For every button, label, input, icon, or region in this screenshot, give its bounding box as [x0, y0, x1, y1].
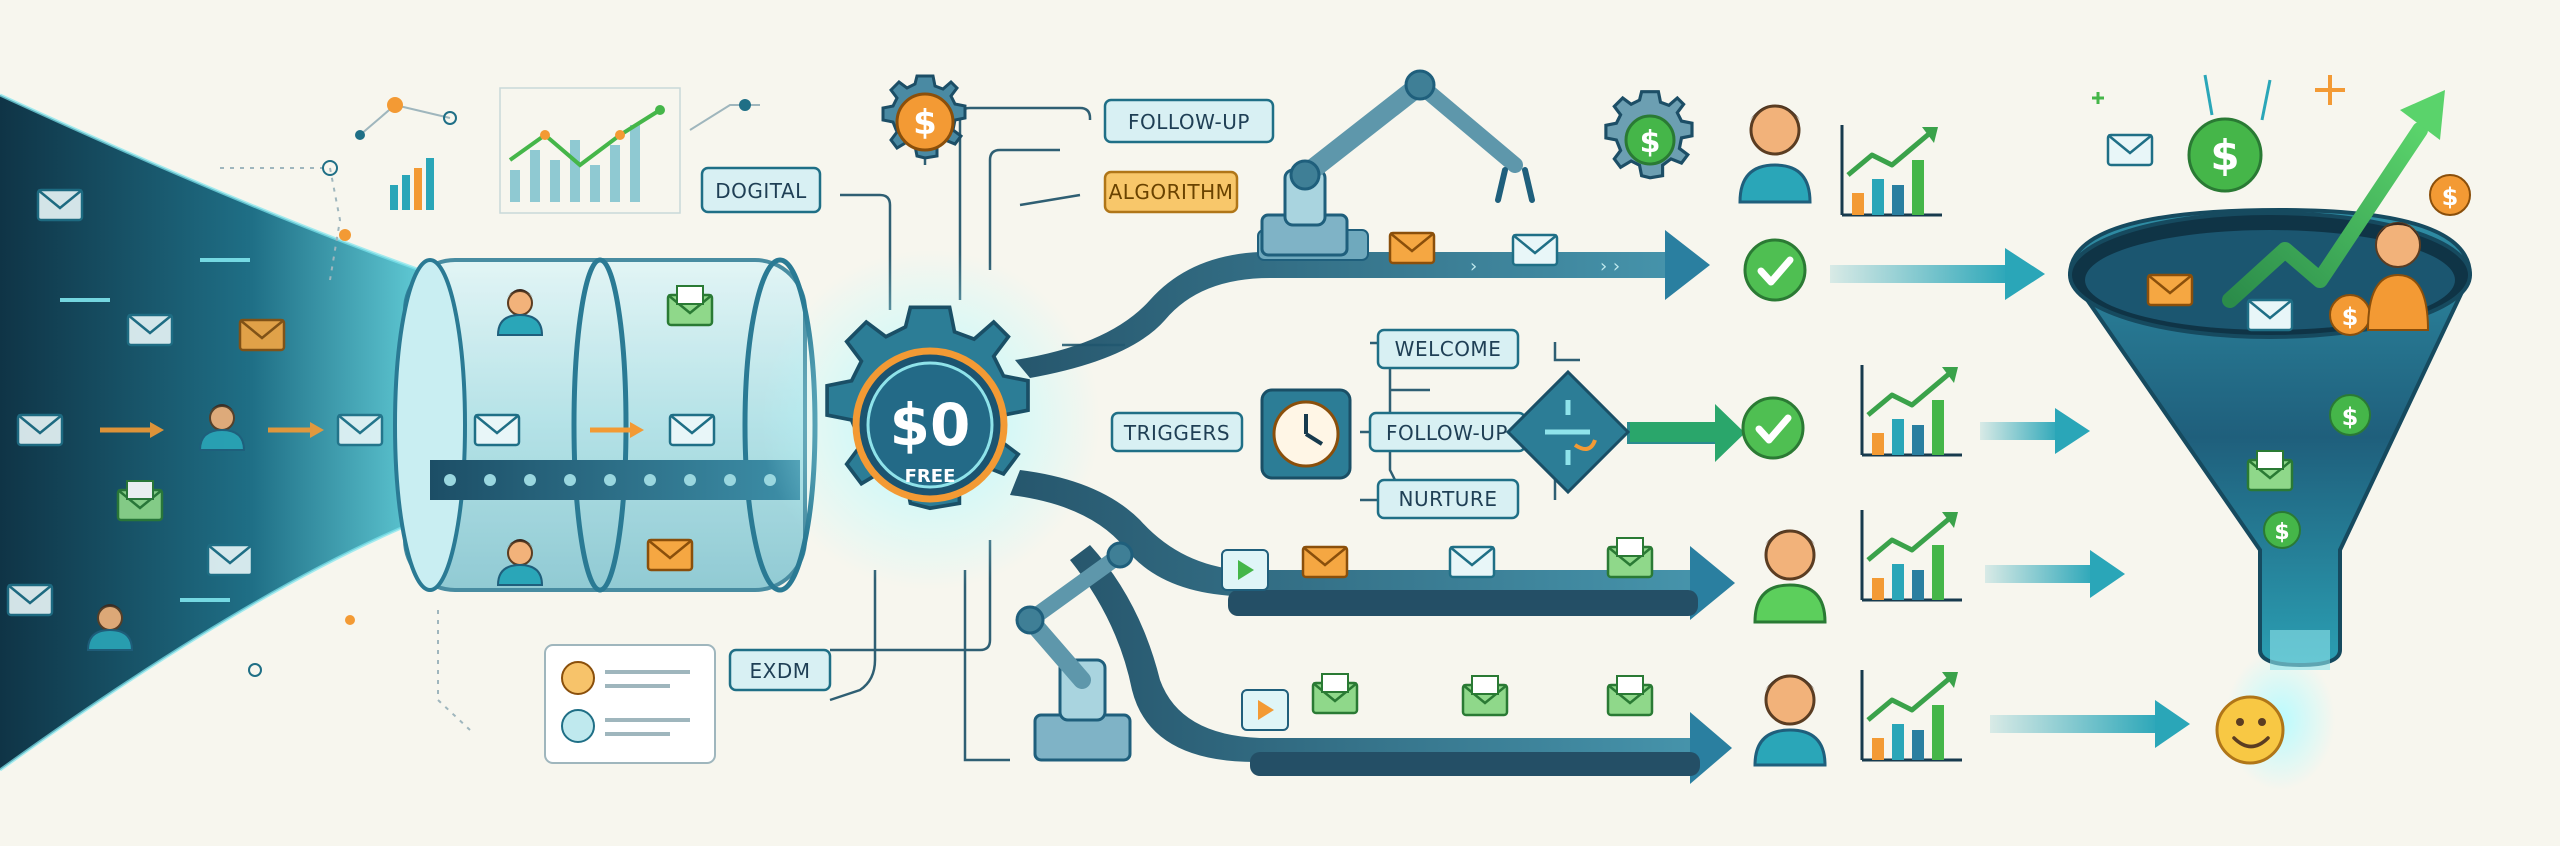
person-icon — [1753, 529, 1827, 624]
dollar-icon: $ — [913, 103, 937, 143]
envelope-icon — [1388, 231, 1436, 265]
svg-text:TRIGGERS: TRIGGERS — [1123, 421, 1230, 445]
dollar-icon: $ — [2210, 131, 2239, 180]
robot-arm-icon — [1015, 541, 1134, 762]
processing-drum — [393, 257, 818, 593]
envelope-icon — [16, 413, 64, 447]
mini-line-chart — [499, 87, 681, 214]
envelope-icon — [336, 413, 384, 447]
envelope-icon — [1301, 545, 1349, 579]
pipeline-bottom — [1070, 545, 1732, 784]
chart-icon — [1862, 670, 1962, 760]
envelope-icon — [238, 318, 286, 352]
gear-icon: $ — [1604, 90, 1694, 180]
envelope-icon — [1311, 672, 1359, 715]
svg-text:EXDM: EXDM — [750, 659, 811, 683]
label-follow-up-mid: FOLLOW-UP — [1368, 411, 1527, 453]
envelope-icon — [668, 413, 716, 447]
hub-caption: FREE — [905, 466, 956, 487]
svg-text:›: › — [1470, 256, 1477, 277]
pipeline-top: › › › — [1015, 229, 1710, 378]
decision-diamond — [1505, 369, 1631, 495]
envelope-icon — [1461, 674, 1509, 717]
svg-text:$: $ — [2342, 403, 2359, 431]
person-icon — [1738, 104, 1812, 204]
growth-arrow — [2222, 90, 2445, 308]
chart-icon — [1862, 365, 1962, 455]
svg-text:› ›: › › — [1600, 256, 1620, 277]
svg-text:FOLLOW-UP: FOLLOW-UP — [1386, 421, 1508, 445]
envelope-icon — [2106, 133, 2154, 167]
envelope-icon — [1606, 674, 1654, 717]
dollar-icon: $ — [2442, 183, 2459, 211]
hub-price: $0 — [890, 391, 971, 459]
label-exdm: EXDM — [728, 648, 832, 692]
svg-text:DOGITAL: DOGITAL — [715, 179, 807, 203]
person-icon — [1753, 674, 1827, 767]
chart-icon — [1862, 510, 1962, 600]
stream-emails — [6, 188, 384, 651]
envelope-icon — [2146, 273, 2194, 307]
svg-text:ALGORITHM: ALGORITHM — [1109, 180, 1234, 204]
label-follow-up-top: FOLLOW-UP — [1103, 98, 1275, 144]
check-icon — [1745, 240, 1805, 300]
label-nurture: NURTURE — [1376, 478, 1520, 520]
envelope-icon — [1511, 233, 1559, 267]
envelope-icon — [646, 538, 694, 572]
label-dogital: DOGITAL — [700, 166, 822, 214]
envelope-icon — [126, 313, 174, 347]
svg-text:NURTURE: NURTURE — [1399, 487, 1498, 511]
flow-arrows — [1630, 248, 2190, 748]
svg-text:WELCOME: WELCOME — [1395, 337, 1502, 361]
smiley-icon — [2215, 695, 2285, 765]
envelope-icon — [473, 413, 521, 447]
contact-card — [248, 610, 716, 764]
svg-text:$: $ — [2274, 520, 2289, 545]
envelope-icon — [1448, 545, 1496, 579]
label-triggers: TRIGGERS — [1110, 411, 1244, 453]
check-icon — [1743, 398, 1803, 458]
clock-icon — [1260, 388, 1352, 480]
chart-icon — [1842, 125, 1942, 215]
envelope-icon — [6, 583, 54, 617]
envelope-icon — [36, 188, 84, 222]
free-hub-gear: $0 FREE — [760, 250, 1100, 590]
pipeline-lower — [1010, 470, 1735, 620]
network-nodes — [220, 97, 760, 281]
label-welcome: WELCOME — [1376, 328, 1520, 370]
coin-gear-top: $ — [881, 74, 967, 160]
robot-arm-icon — [1260, 69, 1535, 257]
envelope-icon — [206, 543, 254, 577]
funnel-top-icons: $ $ — [2092, 74, 2471, 216]
envelope-icon — [1606, 536, 1654, 579]
svg-text:$: $ — [2342, 303, 2359, 331]
svg-text:FOLLOW-UP: FOLLOW-UP — [1128, 110, 1250, 134]
envelope-icon — [2246, 298, 2294, 332]
svg-text:$: $ — [1640, 125, 1661, 160]
label-algorithm: ALGORITHM — [1103, 170, 1239, 214]
